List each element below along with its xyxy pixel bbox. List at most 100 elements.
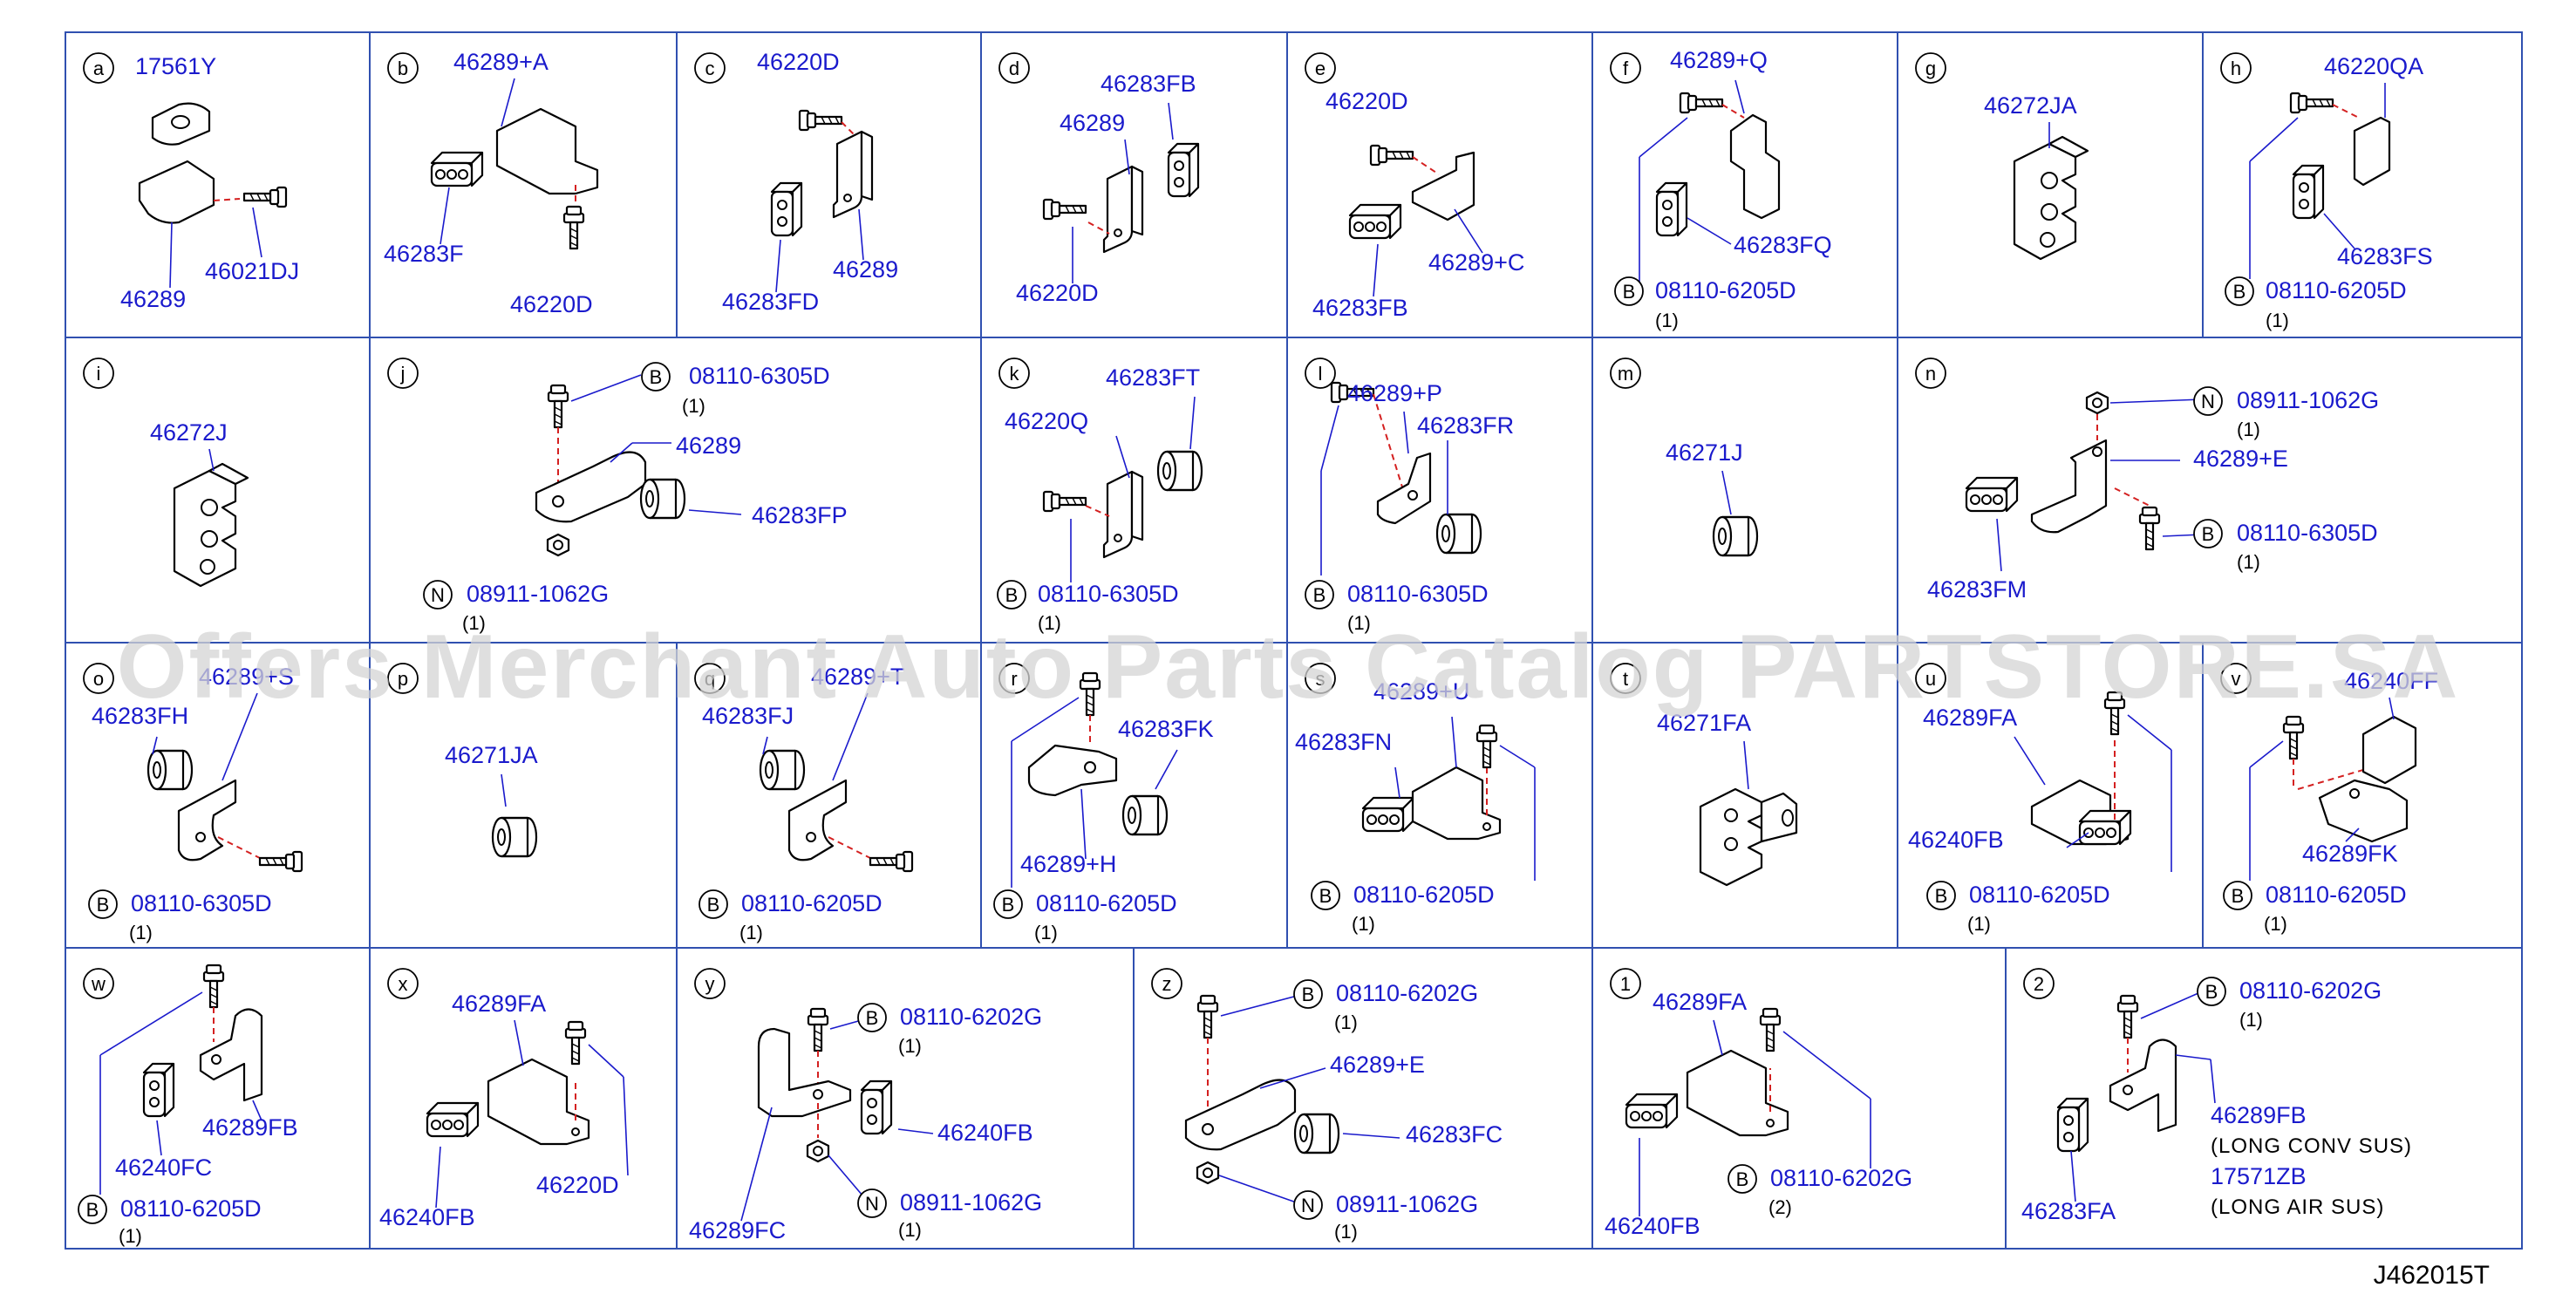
svg-text:1: 1: [1620, 973, 1631, 995]
fastener-type-badge: B: [699, 889, 728, 919]
cell-i-drawing: [173, 448, 249, 588]
quantity-label: (1): [1352, 913, 1375, 935]
svg-text:B: B: [86, 1199, 99, 1221]
quantity-label: (1): [739, 922, 763, 943]
cell-letter-e: e: [1305, 52, 1336, 84]
watermark: Offers Merchant Auto Parts Catalog PARTS…: [117, 616, 2460, 718]
part-number-label: 46283FT: [1106, 364, 1200, 391]
part-number-label: 46289FB: [202, 1114, 298, 1141]
part-number-label: 46289+E: [1330, 1052, 1425, 1078]
svg-text:w: w: [91, 973, 106, 995]
cell-y-drawing: [740, 1007, 934, 1222]
cell-letter-a: a: [83, 52, 114, 84]
part-number-label: 46289+P: [1347, 380, 1442, 406]
svg-text:B: B: [2205, 981, 2218, 1003]
part-number-label: 08911-1062G: [900, 1189, 1042, 1216]
cell-1-drawing: [1625, 1007, 1871, 1216]
quantity-label: (1): [2264, 913, 2287, 935]
part-number-label: 08110-6202G: [1770, 1165, 1912, 1191]
svg-text:j: j: [400, 363, 405, 385]
part-number-label: 46289FC: [689, 1217, 786, 1243]
cell-letter-v: v: [2220, 663, 2252, 694]
cell-o-drawing: [147, 692, 303, 873]
part-number-label: 08110-6305D: [1038, 581, 1179, 607]
cell-letter-u: u: [1915, 663, 1946, 694]
quantity-label: (1): [1347, 612, 1371, 634]
part-number-label: 08110-6205D: [741, 890, 883, 916]
cell-m-drawing: [1712, 470, 1759, 557]
cell-k-drawing: [1042, 396, 1203, 582]
svg-text:N: N: [431, 584, 445, 606]
cell-letter-c: c: [694, 52, 726, 84]
part-number-label: 08110-6202G: [2239, 977, 2382, 1004]
svg-text:N: N: [1301, 1195, 1315, 1216]
fastener-type-badge: B: [78, 1195, 107, 1224]
part-number-label: 46021DJ: [205, 258, 299, 284]
cell-letter-g: g: [1915, 52, 1946, 84]
svg-text:h: h: [2231, 58, 2241, 79]
part-number-label: 46283FH: [92, 703, 188, 729]
svg-text:B: B: [1313, 584, 1326, 606]
part-number-label: 46289+H: [1020, 851, 1116, 877]
quantity-label: (1): [1655, 310, 1679, 331]
fastener-type-badge: B: [2225, 276, 2254, 306]
part-number-label: 46220D: [757, 49, 840, 75]
cell-letter-o: o: [83, 663, 114, 694]
part-number-label: 46289FK: [2302, 841, 2398, 867]
cell-letter-k: k: [998, 358, 1030, 389]
fastener-type-badge: B: [997, 580, 1026, 610]
quantity-label: (1): [1334, 1221, 1358, 1243]
svg-text:d: d: [1009, 58, 1019, 79]
part-number-label: 46283FD: [722, 289, 819, 315]
svg-text:c: c: [705, 58, 715, 79]
part-number-label: 46283FS: [2337, 243, 2433, 269]
quantity-label: (1): [1034, 922, 1058, 943]
cell-letter-l: l: [1305, 358, 1336, 389]
cell-letter-f: f: [1610, 52, 1641, 84]
cell-letter-s: s: [1305, 663, 1336, 694]
svg-text:B: B: [1736, 1168, 1749, 1190]
svg-text:B: B: [1002, 894, 1015, 916]
part-number-label: 46283FJ: [702, 703, 794, 729]
part-number-label: 08110-6205D: [120, 1195, 262, 1222]
part-number-label: 46240FB: [1605, 1213, 1700, 1239]
cell-letter-r: r: [998, 663, 1030, 694]
svg-text:f: f: [1623, 58, 1629, 79]
cell-p-drawing: [491, 773, 538, 858]
svg-text:B: B: [2232, 885, 2245, 907]
svg-text:B: B: [707, 894, 720, 916]
svg-text:n: n: [1925, 363, 1936, 385]
svg-text:2: 2: [2034, 973, 2044, 995]
svg-text:l: l: [1319, 363, 1323, 385]
part-number-label: 46289: [676, 432, 741, 459]
part-number-label: 46240FF: [2344, 668, 2438, 694]
cell-letter-1: 1: [1610, 968, 1641, 999]
cell-b-drawing: [430, 78, 599, 250]
svg-text:B: B: [97, 894, 110, 916]
part-number-label: 08110-6205D: [1969, 882, 2110, 908]
cell-letter-y: y: [694, 968, 726, 999]
cell-letter-b: b: [387, 52, 419, 84]
cell-l-drawing: [1320, 381, 1482, 575]
part-number-label: 08110-6202G: [900, 1004, 1042, 1030]
part-number-label: 08110-6205D: [2266, 882, 2407, 908]
application-note: (LONG AIR SUS): [2211, 1195, 2384, 1219]
cell-letter-h: h: [2220, 52, 2252, 84]
svg-text:B: B: [2233, 281, 2246, 303]
cell-r-drawing: [1011, 671, 1178, 888]
cell-j-drawing: [535, 374, 742, 557]
part-number-label: 46289+C: [1428, 249, 1524, 276]
fastener-type-badge: N: [2193, 386, 2223, 416]
part-number-label: 46289+U: [1373, 678, 1469, 705]
cell-x-drawing: [426, 1019, 629, 1209]
part-number-label: 46240FC: [115, 1154, 212, 1181]
cell-letter-p: p: [387, 663, 419, 694]
fastener-type-badge: B: [1728, 1164, 1757, 1194]
reference-code: J462015T: [2374, 1261, 2490, 1290]
part-number-label: 46220D: [510, 291, 593, 317]
part-number-label: 46240FB: [379, 1204, 475, 1230]
svg-text:y: y: [705, 973, 715, 995]
fastener-type-badge: N: [423, 580, 453, 610]
